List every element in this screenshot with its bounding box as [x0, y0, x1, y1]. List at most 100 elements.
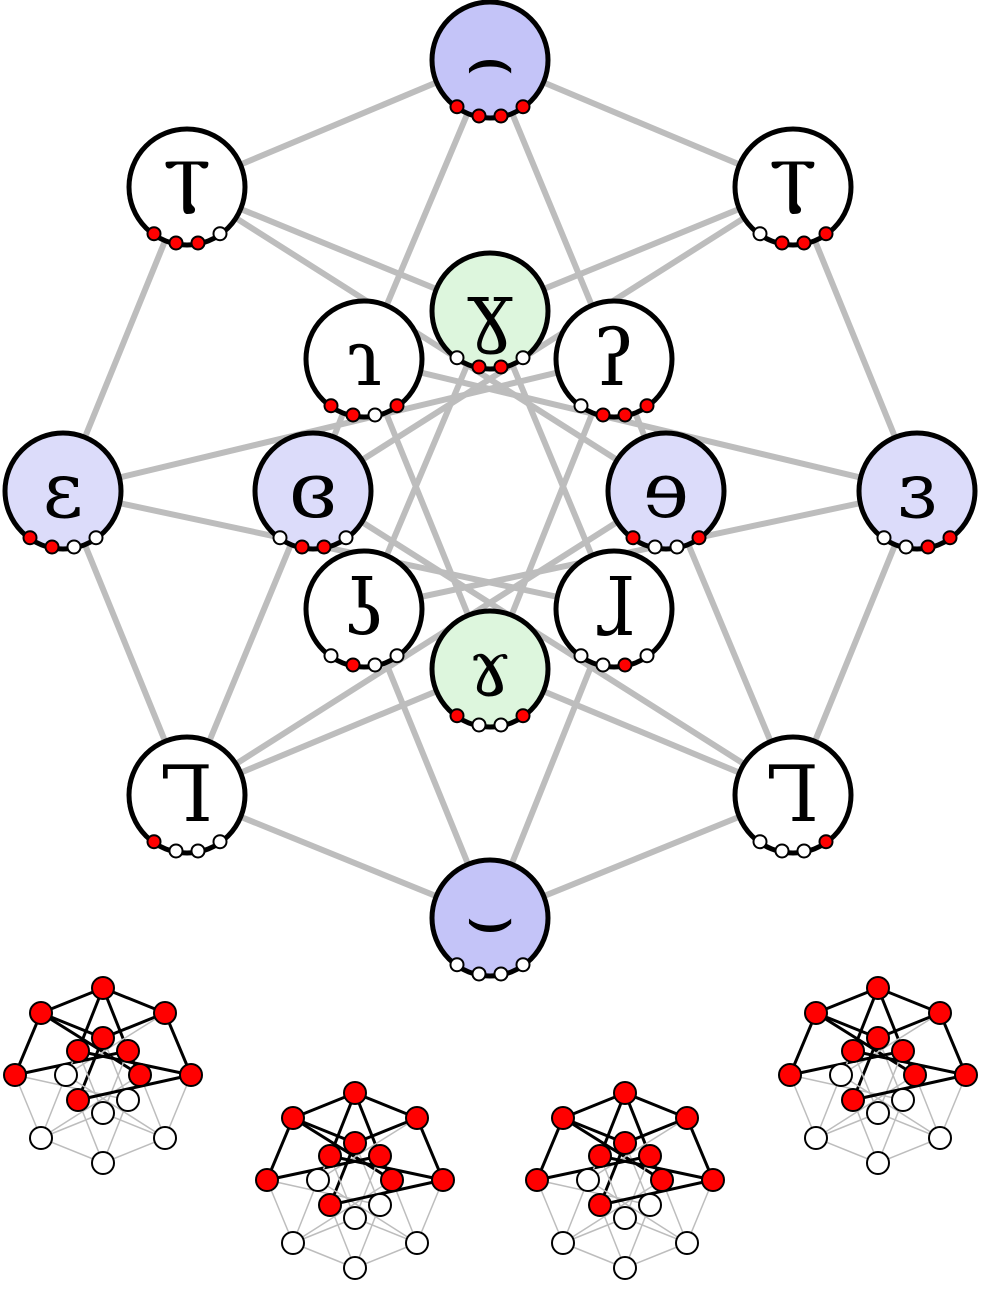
node-bl2: ʖ [303, 548, 425, 673]
node-circle [856, 430, 978, 552]
mini-node [866, 976, 890, 1000]
state-dot [493, 966, 509, 982]
mini-node [29, 1126, 53, 1150]
state-dot [168, 843, 184, 859]
state-dot [449, 99, 465, 115]
node-ur: Ⲧ [732, 126, 854, 251]
mini-node [179, 1063, 203, 1087]
node-circle [429, 250, 551, 372]
state-dot [774, 843, 790, 859]
node-ll: Ꞁ [126, 734, 248, 859]
state-dot [515, 708, 531, 724]
mini-edge [292, 1179, 393, 1244]
edge-r-bl2 [363, 488, 918, 612]
state-dot [493, 717, 509, 733]
state-dot [449, 957, 465, 973]
mini-edge [77, 1073, 192, 1102]
state-dot [796, 235, 812, 251]
state-dot [190, 843, 206, 859]
node-circle [732, 734, 854, 856]
mini-node [91, 1101, 115, 1125]
state-dot [752, 226, 768, 242]
mini-node [701, 1168, 725, 1192]
state-dot [338, 530, 354, 546]
mini-node [343, 1206, 367, 1230]
state-dot [471, 108, 487, 124]
state-dot [515, 350, 531, 366]
mini-node [343, 1256, 367, 1280]
state-dot [367, 657, 383, 673]
node-glyph: ɿ [346, 314, 381, 404]
mini-3 [525, 1081, 725, 1280]
state-dot [942, 530, 958, 546]
state-dot [617, 657, 633, 673]
mini-node [405, 1106, 429, 1130]
node-glyph: ɤ [468, 624, 512, 714]
edge-cr-ll [185, 488, 668, 798]
mini-edge [536, 1179, 651, 1206]
mini-node [928, 1126, 952, 1150]
state-dot [323, 648, 339, 664]
mini-node [588, 1144, 612, 1168]
mini-4 [778, 976, 978, 1175]
edge-ul-cr [185, 184, 668, 494]
state-dot [146, 226, 162, 242]
state-dot [146, 834, 162, 850]
state-dot [272, 530, 288, 546]
mini-node [903, 1063, 927, 1087]
mini-node [588, 1193, 612, 1217]
state-dot [595, 657, 611, 673]
node-mtop: ɣ [429, 250, 551, 375]
node-il: ɿ [303, 298, 425, 423]
edge-ur-cl [311, 184, 795, 494]
state-dot [389, 648, 405, 664]
node-circle [732, 126, 854, 248]
state-dot [22, 530, 38, 546]
state-dot [345, 407, 361, 423]
mini-node [928, 1001, 952, 1025]
mini-node [841, 1039, 865, 1063]
mini-graphs-layer [3, 976, 978, 1280]
mini-edge [562, 1116, 663, 1182]
mini-node [638, 1144, 662, 1168]
node-glyph: ɞ [289, 446, 337, 536]
mini-node [3, 1063, 27, 1087]
state-dot [294, 539, 310, 555]
mini-node [866, 1026, 890, 1050]
node-circle [553, 548, 675, 670]
state-dot [493, 359, 509, 375]
mini-node [613, 1131, 637, 1155]
state-dot [617, 407, 633, 423]
node-circle [553, 298, 675, 420]
state-dot [493, 108, 509, 124]
node-glyph: Ⲧ [163, 142, 211, 232]
mini-edge [840, 1012, 941, 1076]
mini-node [866, 1151, 890, 1175]
mini-node [613, 1081, 637, 1105]
node-mbot: ɤ [429, 608, 551, 733]
state-dot [44, 539, 60, 555]
mini-node [525, 1168, 549, 1192]
mini-edge [14, 1074, 129, 1101]
mini-edge [599, 1178, 714, 1207]
mini-node [306, 1168, 330, 1192]
node-r: ɜ [856, 430, 978, 555]
node-lr: Ꞁ [732, 734, 854, 859]
node-glyph: ⌢ [464, 15, 515, 105]
state-dot [323, 398, 339, 414]
mini-edge [815, 1074, 916, 1139]
mini-node [675, 1106, 699, 1130]
mini-node [343, 1081, 367, 1105]
mini-node [116, 1039, 140, 1063]
node-glyph: ɛ [43, 446, 83, 536]
mini-node [638, 1193, 662, 1217]
mini-edge [292, 1116, 393, 1182]
node-circle [303, 548, 425, 670]
node-circle [303, 298, 425, 420]
mini-node [891, 1039, 915, 1063]
mini-node [91, 976, 115, 1000]
state-dot [595, 407, 611, 423]
node-glyph: Ꞁ [767, 750, 819, 840]
node-glyph: ʔ [593, 314, 635, 404]
